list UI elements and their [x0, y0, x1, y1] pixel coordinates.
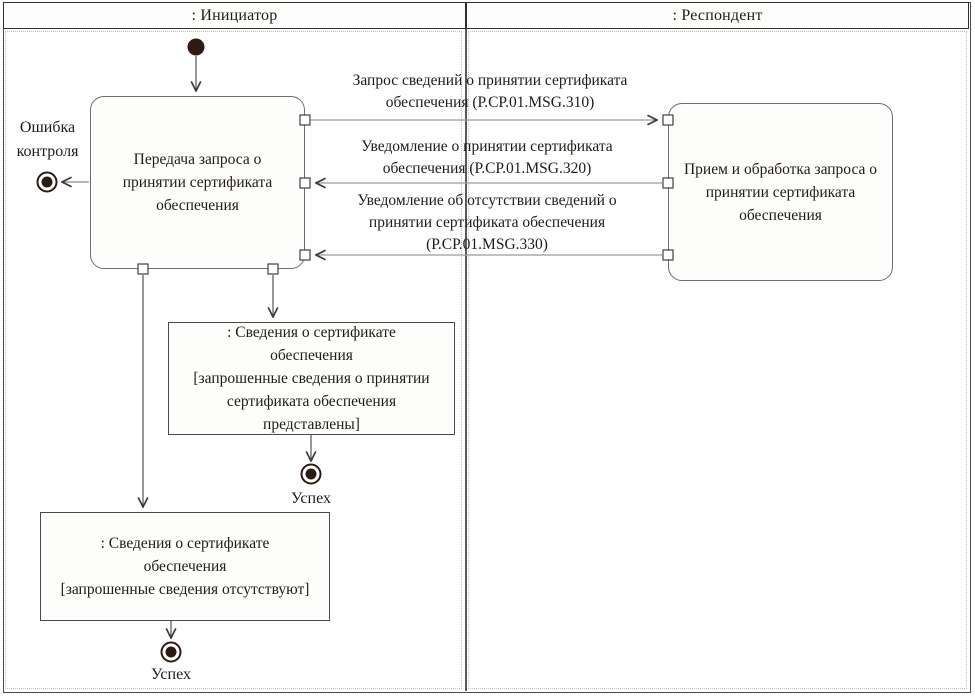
lane-header-respondent: : Респондент	[466, 2, 969, 29]
port-respondent-msg2	[662, 177, 674, 189]
final-node-success-absent	[160, 641, 182, 663]
lane-header-initiator: : Инициатор	[3, 2, 466, 29]
initial-node	[187, 38, 205, 56]
lane-body-respondent	[468, 31, 967, 689]
port-initiator-msg2	[299, 177, 311, 189]
object-info-provided-state: [запрошенные сведения о принятии сертифи…	[193, 370, 430, 433]
object-info-absent-state: [запрошенные сведения отсутствуют]	[60, 581, 310, 598]
lane-title-initiator: : Инициатор	[191, 6, 278, 24]
port-respondent-msg1	[662, 114, 674, 126]
port-initiator-msg3	[299, 249, 311, 261]
port-respondent-msg3	[662, 249, 674, 261]
message-3-label: Уведомление об отсутствии сведений о при…	[357, 192, 617, 253]
message-1-label: Запрос сведений о принятии сертификата о…	[352, 72, 628, 111]
activity-receive-process-label: Прием и обработка запроса о принятии сер…	[683, 160, 878, 224]
final-error-label: Ошибка контроля	[16, 119, 79, 160]
message-2-label: Уведомление о принятии сертификата обесп…	[361, 138, 613, 177]
port-initiator-out-right	[267, 263, 279, 275]
final-success-provided-label: Успех	[291, 490, 331, 507]
final-success-absent-label: Успех	[151, 666, 191, 683]
object-info-provided: : Сведения о сертификате обеспечения [за…	[168, 322, 455, 435]
object-info-absent: : Сведения о сертификате обеспечения [за…	[40, 512, 330, 621]
final-node-error	[36, 171, 58, 193]
final-node-success-provided	[300, 463, 322, 485]
activity-receive-process: Прием и обработка запроса о принятии сер…	[668, 103, 893, 281]
activity-transfer-request: Передача запроса о принятии сертификата …	[90, 96, 305, 269]
object-info-provided-name: : Сведения о сертификате обеспечения	[227, 324, 396, 364]
port-initiator-out-left	[137, 263, 149, 275]
lane-body-initiator	[5, 31, 462, 689]
object-info-absent-name: : Сведения о сертификате обеспечения	[100, 535, 270, 575]
port-initiator-msg1	[299, 114, 311, 126]
activity-transfer-request-label: Передача запроса о принятии сертификата …	[122, 151, 273, 214]
lane-title-respondent: : Респондент	[672, 6, 763, 24]
